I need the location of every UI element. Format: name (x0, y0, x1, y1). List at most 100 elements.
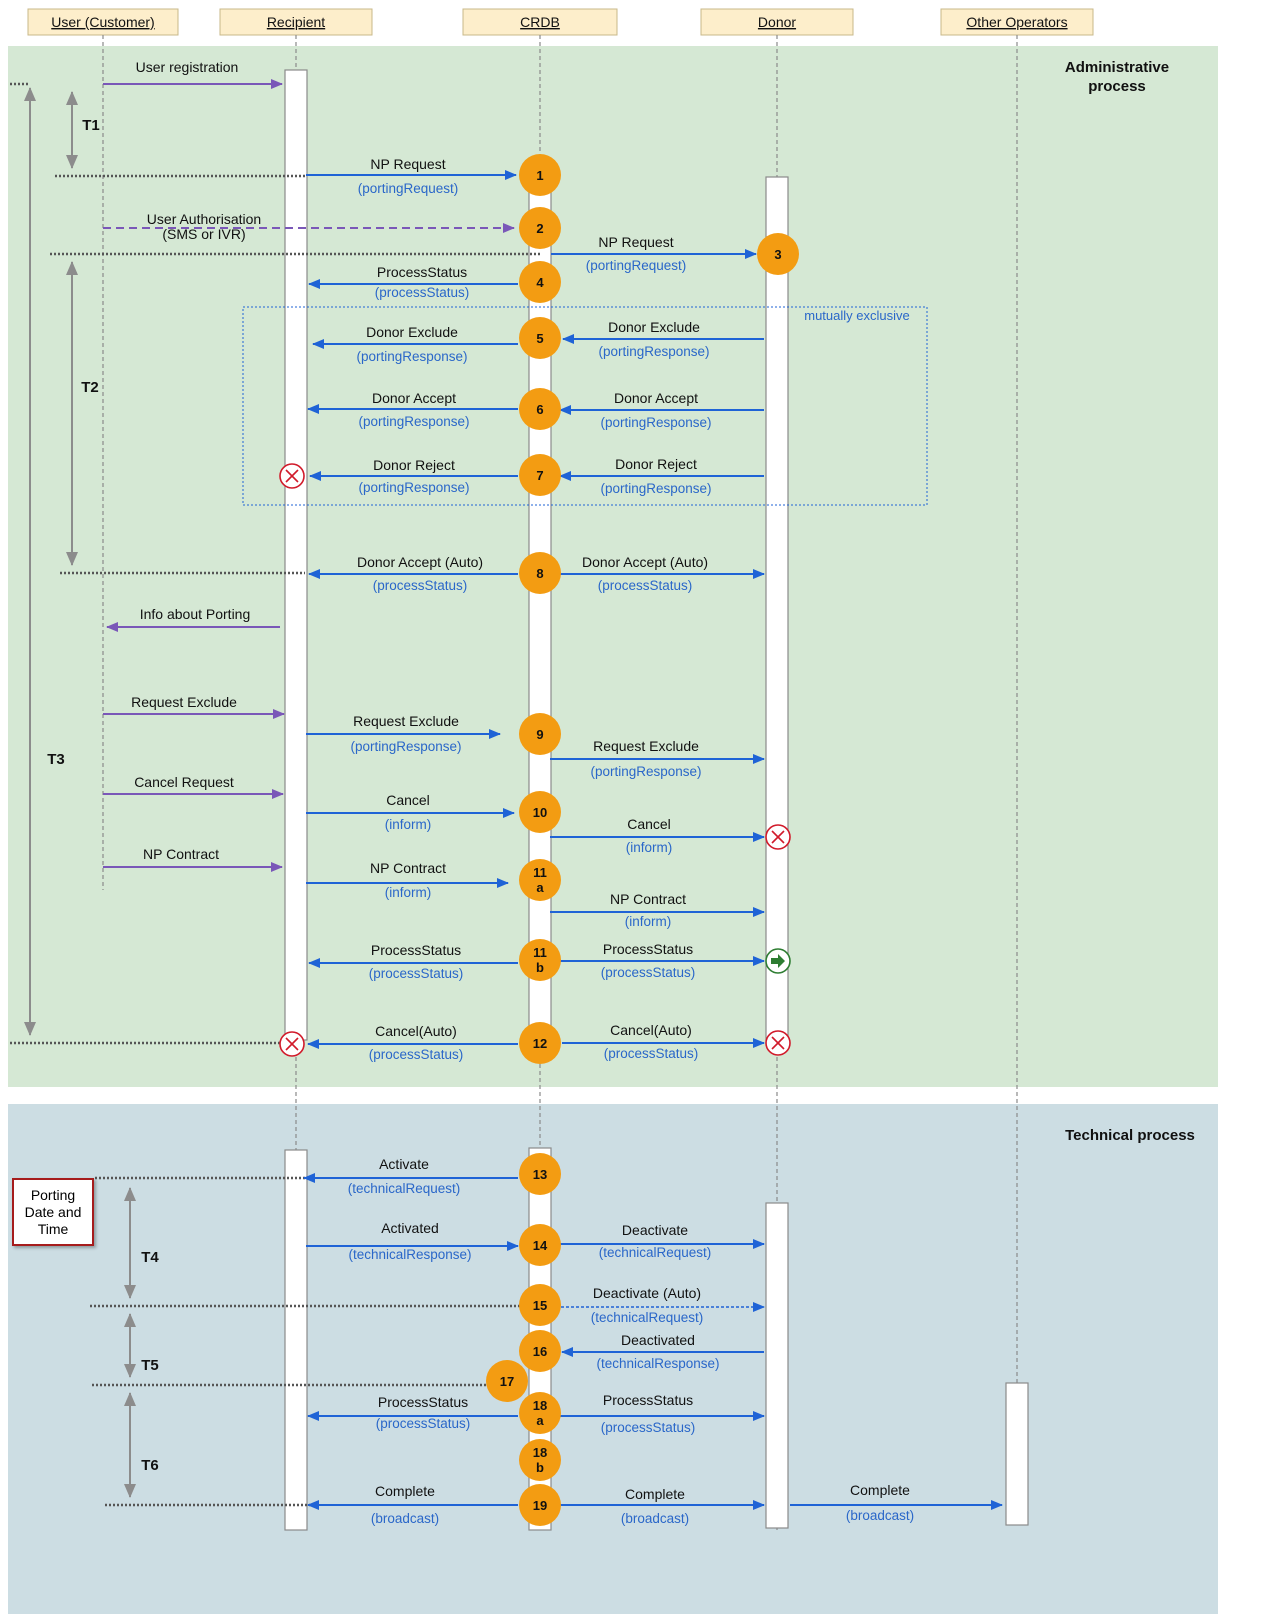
message-sublabel: (processStatus) (601, 1420, 696, 1435)
step-number: 12 (533, 1036, 547, 1051)
message-label: Donor Reject (373, 457, 455, 473)
step-circle (519, 388, 561, 430)
message-label: ProcessStatus (377, 264, 467, 280)
step-marker: 19 (519, 1484, 561, 1526)
message-sublabel: (broadcast) (371, 1511, 439, 1526)
message-label: Cancel (386, 792, 430, 808)
step-number: 4 (536, 275, 544, 290)
message-label: Complete (850, 1482, 910, 1498)
timer-label-t6: T6 (141, 1457, 159, 1474)
step-circle (757, 233, 799, 275)
step-number: 8 (536, 566, 543, 581)
step-number: 3 (774, 247, 781, 262)
message-label: Cancel(Auto) (610, 1022, 692, 1038)
message-label: Donor Reject (615, 456, 697, 472)
message-label: Donor Accept (Auto) (582, 554, 708, 570)
stop-icon (279, 463, 305, 489)
message-label: User registration (136, 59, 239, 75)
message-sublabel: (portingResponse) (598, 344, 709, 359)
message-sublabel: (portingRequest) (358, 181, 459, 196)
message-sublabel: (processStatus) (369, 966, 464, 981)
message-sublabel: (processStatus) (375, 285, 470, 300)
step-number: 17 (500, 1374, 514, 1389)
message-label: Request Exclude (131, 694, 237, 710)
message-label: Info about Porting (140, 606, 251, 622)
timer-label-t4: T4 (141, 1249, 159, 1266)
message-sublabel: (inform) (385, 885, 432, 900)
step-circle (519, 317, 561, 359)
step-number: 10 (533, 805, 547, 820)
porting-date-time-box: Porting Date and Time (12, 1178, 94, 1246)
message-sublabel: (broadcast) (846, 1508, 914, 1523)
message-label: Cancel (627, 816, 671, 832)
activation-recipient-tech (284, 1149, 308, 1531)
step-marker: 6 (519, 388, 561, 430)
message-sublabel: (processStatus) (604, 1046, 699, 1061)
step-marker: 15 (519, 1284, 561, 1326)
step-circle (519, 859, 561, 901)
message-sublabel: (portingResponse) (350, 739, 461, 754)
step-marker: 9 (519, 713, 561, 755)
participant-header-recipient (219, 8, 373, 36)
step-number: 6 (536, 402, 543, 417)
activation-donor-admin (765, 176, 789, 1041)
technical-section-title: Technical process (1065, 1127, 1195, 1144)
message-label: ProcessStatus (603, 1392, 693, 1408)
message-label: ProcessStatus (378, 1394, 468, 1410)
step-circle (519, 1284, 561, 1326)
step-number: 9 (536, 727, 543, 742)
step-circle (519, 552, 561, 594)
timer-label-t1: T1 (82, 117, 100, 134)
step-number: 16 (533, 1344, 547, 1359)
step-marker: 4 (519, 261, 561, 303)
step-marker: 10 (519, 791, 561, 833)
message-label: Complete (375, 1483, 435, 1499)
stop-cross (771, 1036, 785, 1050)
stop-cross (771, 830, 785, 844)
step-circle (519, 261, 561, 303)
step-number: 2 (536, 221, 543, 236)
step-circle (519, 207, 561, 249)
participant-label-crdb: CRDB (520, 14, 560, 30)
stop-icon (279, 1031, 305, 1057)
stop-icon (765, 1030, 791, 1056)
message-label: Donor Accept (Auto) (357, 554, 483, 570)
timer-label-t2: T2 (81, 379, 99, 396)
message-sublabel: (portingResponse) (358, 414, 469, 429)
step-number: 1 (536, 168, 543, 183)
message-sublabel: (portingResponse) (358, 480, 469, 495)
message-label: Donor Accept (614, 390, 698, 406)
message-sublabel: (technicalResponse) (596, 1356, 719, 1371)
step-number: 5 (536, 331, 543, 346)
step-circle (519, 1439, 561, 1481)
step-marker: 3 (757, 233, 799, 275)
step-circle (519, 791, 561, 833)
step-circle (519, 1022, 561, 1064)
timer-label-t5: T5 (141, 1357, 159, 1374)
message-label: Request Exclude (593, 738, 699, 754)
message-sublabel: (portingResponse) (590, 764, 701, 779)
participant-label-recipient: Recipient (267, 14, 325, 30)
message-sublabel: (technicalResponse) (348, 1247, 471, 1262)
step-marker: 8 (519, 552, 561, 594)
message-label: ProcessStatus (371, 942, 461, 958)
step-marker: 7 (519, 454, 561, 496)
message-sublabel: (technicalRequest) (591, 1310, 704, 1325)
participant-label-donor: Donor (758, 14, 796, 30)
message-sublabel: (technicalRequest) (348, 1181, 461, 1196)
stop-cross (285, 1037, 299, 1051)
message-label: Cancel Request (134, 774, 234, 790)
message-sublabel: (technicalRequest) (599, 1245, 712, 1260)
mutually-exclusive-box (242, 306, 928, 506)
step-number: 7 (536, 468, 543, 483)
activation-recipient-admin (284, 69, 308, 1041)
message-sublabel: (inform) (385, 817, 432, 832)
message-label: Donor Accept (372, 390, 456, 406)
message-label: Cancel(Auto) (375, 1023, 457, 1039)
message-label: NP Contract (370, 860, 446, 876)
